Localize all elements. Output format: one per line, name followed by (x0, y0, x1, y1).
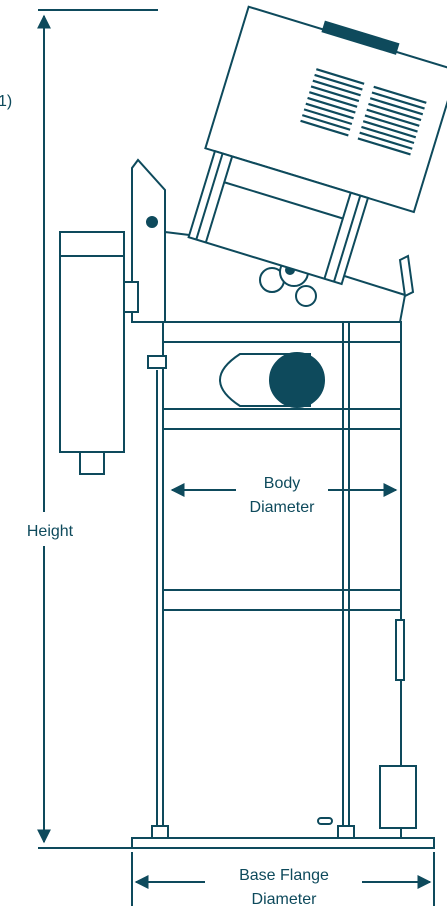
base-flange-dimension: Base Flange Diameter (131, 852, 435, 908)
tilted-blower (187, 5, 447, 286)
controller-fitting (79, 451, 105, 475)
hinge-pulley-right (295, 285, 317, 307)
hopper-body (162, 321, 417, 847)
blower-top-cap (321, 20, 400, 55)
inlet-port (269, 352, 325, 408)
top-band (162, 321, 402, 343)
height-label: Height (27, 523, 74, 540)
mounting-hole (146, 216, 158, 228)
lid-handle (398, 254, 415, 298)
controller-housing (59, 231, 125, 453)
body-diameter-label-line2: Diameter (250, 499, 316, 516)
base-flange-label-line2: Diameter (252, 891, 318, 908)
upper-band (162, 408, 402, 430)
vent-left (300, 68, 365, 137)
base-flange (131, 837, 435, 849)
vent-right (357, 85, 427, 156)
left-rod-nut (151, 825, 169, 839)
drum-box (379, 765, 417, 829)
drain-slot (317, 817, 333, 825)
controller-bracket (123, 281, 139, 313)
base-flange-label-line1: Base Flange (239, 867, 329, 884)
right-rod-nut (337, 825, 355, 839)
side-latch (395, 619, 405, 681)
side-controller (59, 231, 139, 475)
lower-band (162, 589, 402, 611)
height-dimension: Height (20, 9, 158, 849)
body-diameter-label-line1: Body (264, 475, 300, 492)
edge-fragment-label: 1) (0, 93, 12, 110)
left-rod-clamp (147, 355, 167, 369)
height-label-backing (20, 512, 86, 546)
body-diameter-label-backing (236, 466, 328, 518)
body-diameter-dimension: Body Diameter (170, 466, 398, 518)
